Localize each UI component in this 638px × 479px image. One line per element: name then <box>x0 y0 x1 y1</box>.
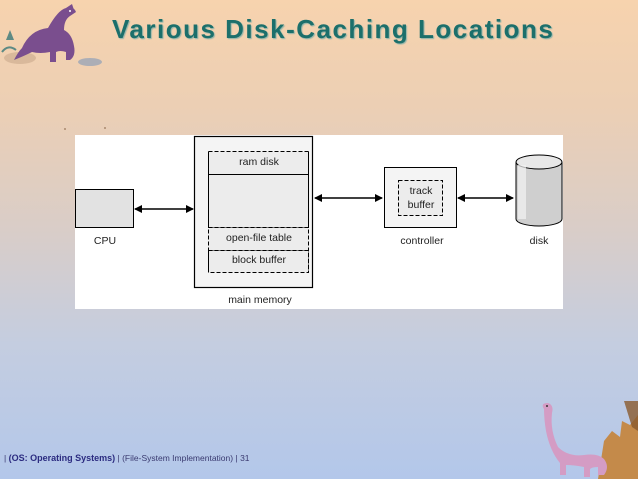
footer-separator: | <box>4 453 7 463</box>
footer-separator: | <box>235 453 238 463</box>
speck <box>104 127 106 129</box>
page-number: 31 <box>240 453 250 463</box>
track-buffer-label-line1: track <box>409 185 433 197</box>
disk-label: disk <box>529 235 549 247</box>
open-file-table-label: open-file table <box>226 232 292 244</box>
memory-middle-region <box>208 174 309 228</box>
brontosaurus-decoration-icon <box>542 401 638 479</box>
track-buffer-label-line2: buffer <box>407 199 435 211</box>
main-memory-label: main memory <box>228 294 292 306</box>
disk-cylinder-icon <box>515 154 563 227</box>
slide-footer: | (OS: Operating Systems) | (File-System… <box>4 453 250 463</box>
footer-separator: | <box>117 453 120 463</box>
footer-chapter: (File-System Implementation) <box>122 453 234 463</box>
footer-course: (OS: Operating Systems) <box>8 453 116 463</box>
cpu-box <box>75 189 134 228</box>
speck <box>64 128 66 130</box>
ram-disk-label: ram disk <box>239 156 279 168</box>
track-buffer-box <box>398 180 443 216</box>
cpu-label: CPU <box>93 235 117 247</box>
block-buffer-label: block buffer <box>231 254 287 266</box>
disk-caching-diagram: CPU ram disk open-file table block buffe… <box>75 135 563 309</box>
controller-label: controller <box>400 235 444 247</box>
slide-title: Various Disk-Caching Locations <box>112 14 555 44</box>
ram-disk-region <box>208 151 309 175</box>
dinosaur-decoration-icon <box>1 4 102 66</box>
diagram-graphics <box>75 135 563 289</box>
